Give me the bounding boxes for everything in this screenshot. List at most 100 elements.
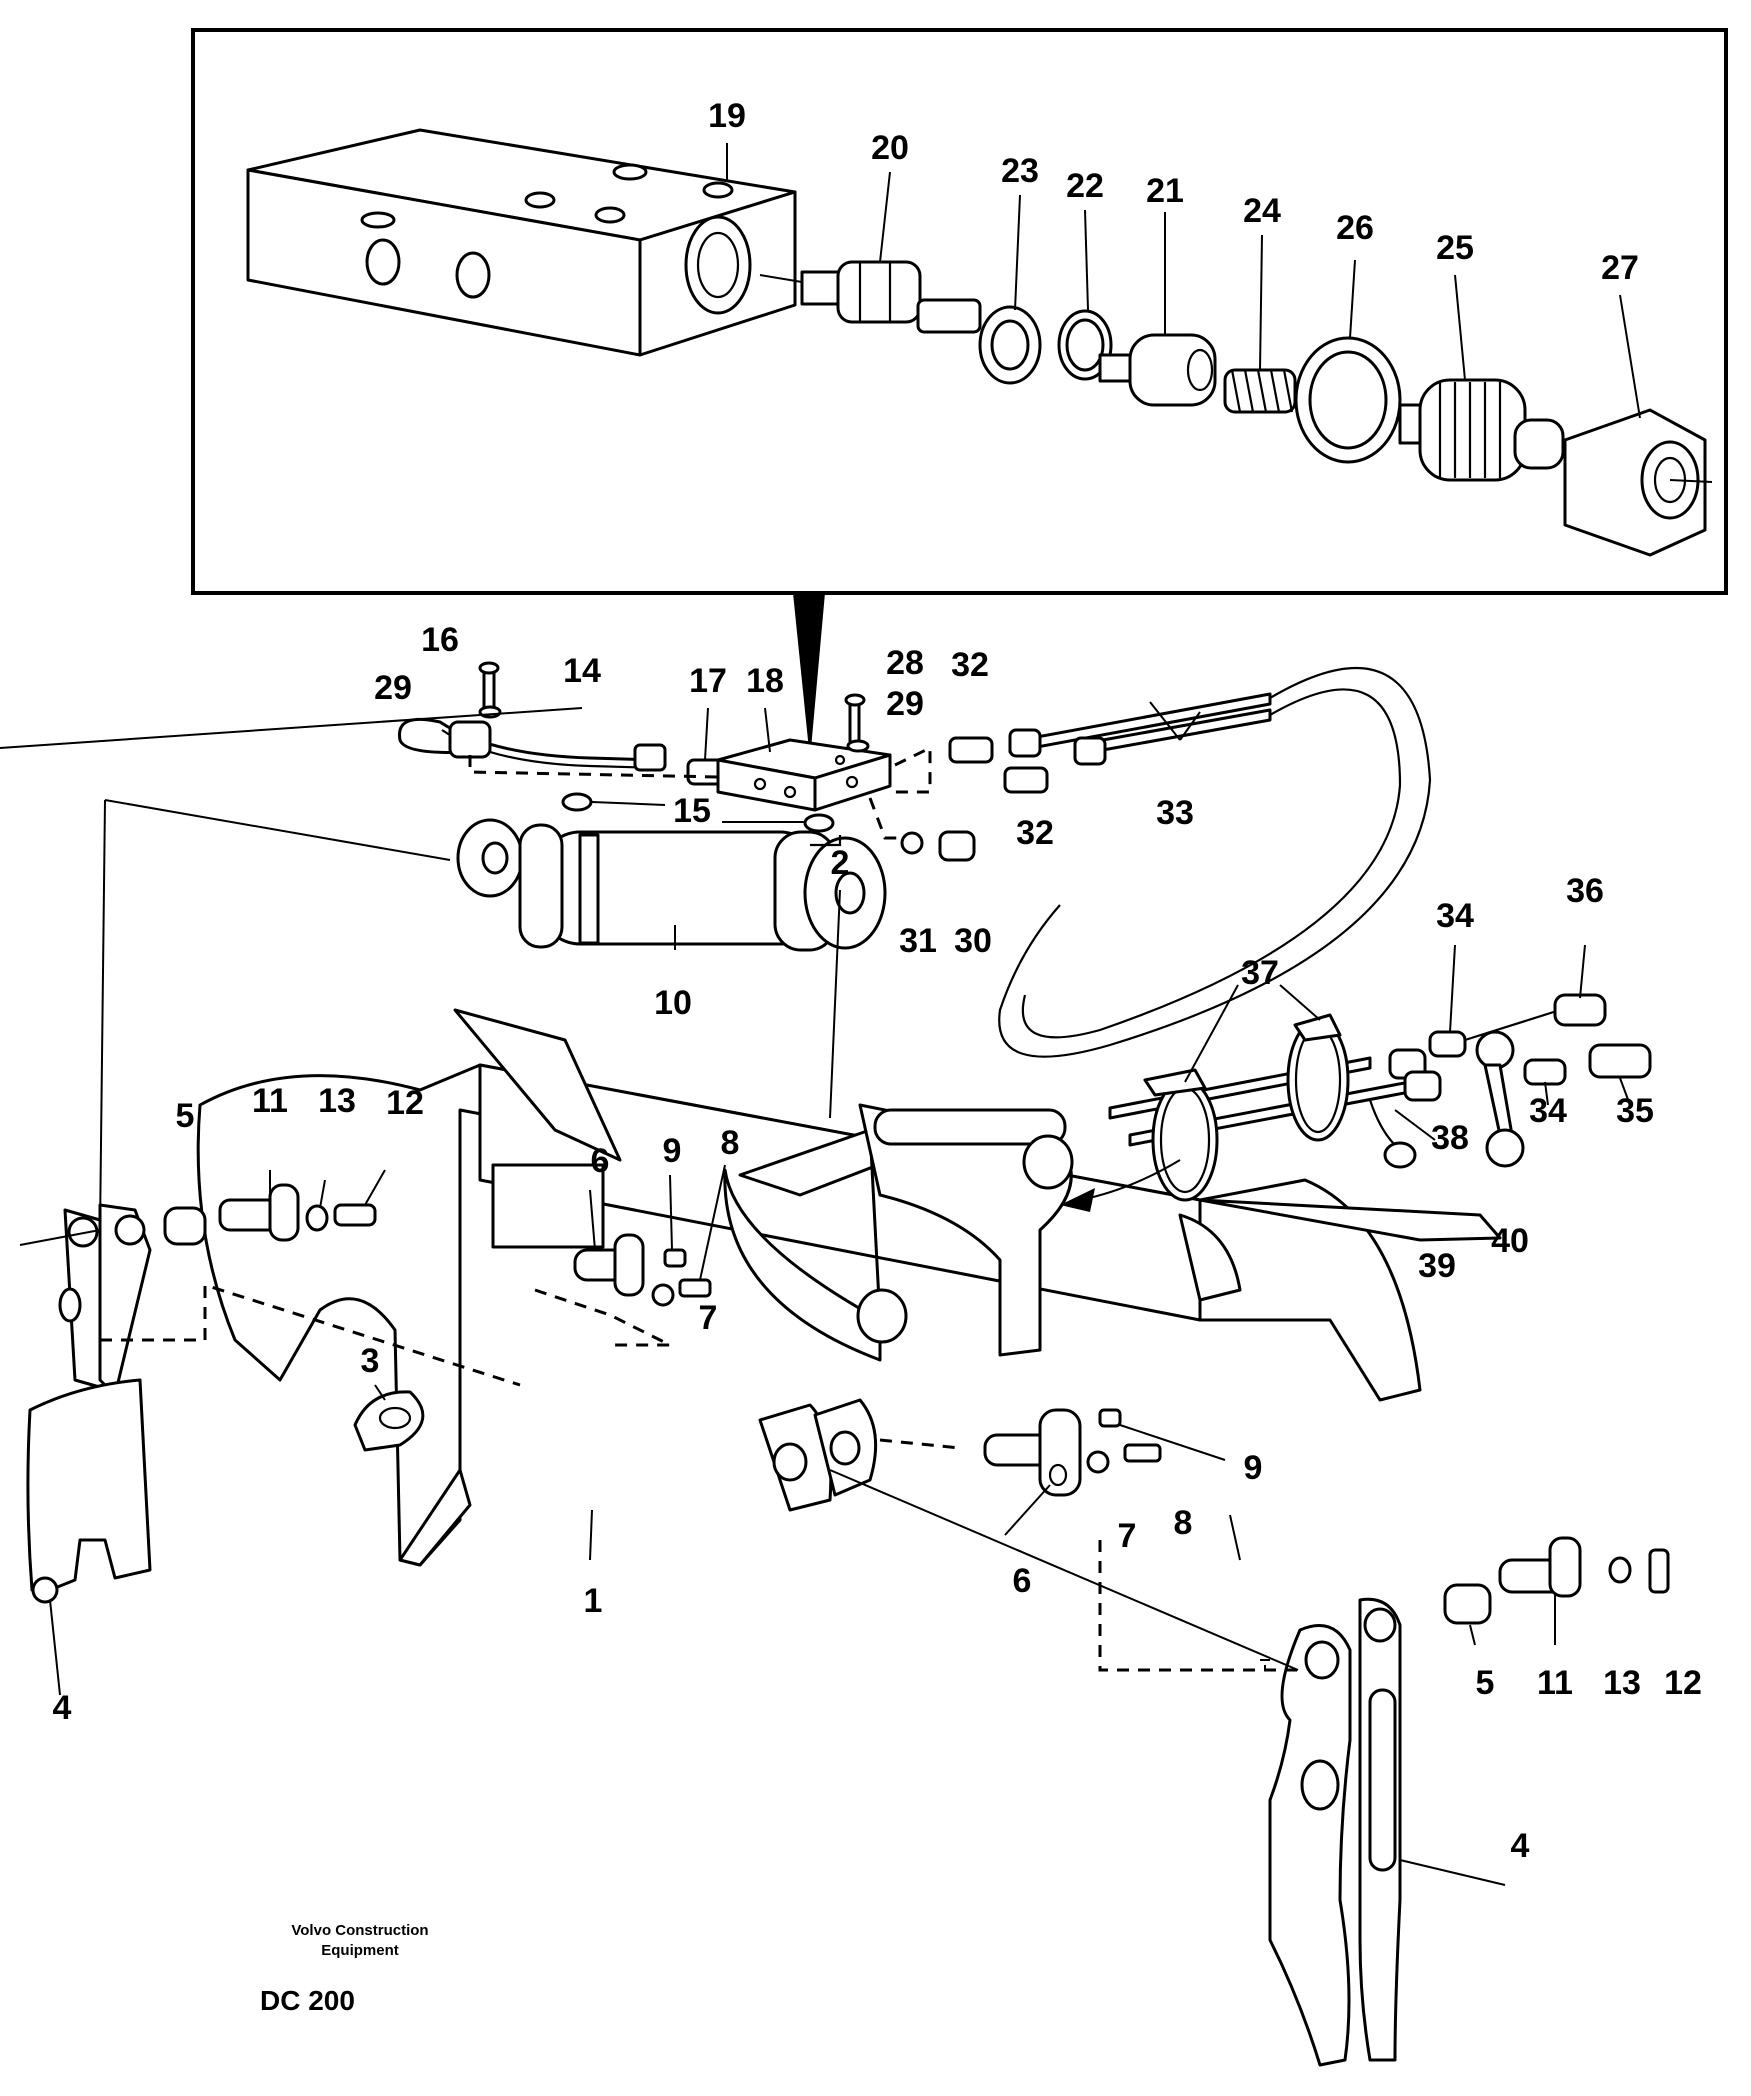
dash-line-pipe-to-block: [468, 755, 721, 779]
document-code: DC 200: [260, 1985, 355, 2016]
dash-line-left-link: [100, 1282, 521, 1387]
callout-12a: 12: [386, 1084, 424, 1122]
callout-29b: 29: [886, 685, 924, 723]
callout-20: 20: [871, 129, 909, 167]
dash-line-block-to-hoses: [894, 745, 932, 794]
screw-9b: [1098, 1408, 1122, 1428]
washer-31: [900, 831, 924, 855]
screw-12a: [333, 1203, 377, 1227]
callout-13b: 13: [1603, 1664, 1641, 1702]
pin-11a: [218, 1183, 300, 1242]
spool-20: [759, 260, 982, 334]
callout-1: 1: [584, 1582, 603, 1620]
callout-28: 28: [886, 644, 924, 682]
lead-cylinder-to-left-link: [104, 799, 451, 861]
callout-30: 30: [954, 922, 992, 960]
hydraulic-cylinder-10: [456, 818, 887, 952]
fitting-34b: [1523, 1058, 1567, 1086]
callout-11a: 11: [252, 1082, 288, 1120]
inset-pointer: [793, 593, 825, 760]
callout-9b: 9: [1244, 1449, 1263, 1487]
washer-15b: [803, 813, 835, 833]
screw-8b: [1123, 1443, 1162, 1463]
callout-2: 2: [831, 844, 850, 882]
hose-nut: [633, 743, 667, 772]
callout-18: 18: [746, 662, 784, 700]
valve-block-18: [716, 738, 892, 812]
upper-bracket-2: [723, 1103, 1074, 1362]
coupling-35: [1588, 1043, 1652, 1079]
callout-7b: 7: [1118, 1517, 1137, 1555]
line-34-to-36: [1464, 1008, 1561, 1042]
leader-lines: [0, 143, 1641, 1886]
valve-block-19: [246, 128, 797, 357]
nipple-32b: [1003, 766, 1049, 794]
pipe-14: [398, 717, 661, 762]
callout-labels: 19 20 23 22 21 24 26 25 27 16 29 14 17 1…: [53, 97, 1702, 1865]
callout-5b: 5: [1476, 1664, 1495, 1702]
washer-29b: [846, 739, 870, 753]
callout-13a: 13: [318, 1082, 356, 1120]
lift-eye-3: [353, 1390, 425, 1452]
callout-16: 16: [421, 621, 459, 659]
clamp-37b: [1286, 1013, 1350, 1142]
detail-inset-frame: [191, 28, 1728, 595]
callout-33: 33: [1156, 794, 1194, 832]
washer-13b: [1608, 1556, 1632, 1584]
snap-ring-22: [1057, 309, 1113, 381]
callout-31: 31: [899, 922, 937, 960]
dash-line-right-link: [1098, 1540, 1300, 1672]
pin-6b: [983, 1408, 1082, 1497]
callout-26: 26: [1336, 209, 1374, 247]
pin-6a: [573, 1233, 645, 1297]
callout-25: 25: [1436, 229, 1474, 267]
plug-25: [1398, 378, 1565, 482]
washer-7a: [651, 1283, 675, 1307]
callout-4a: 4: [53, 1689, 72, 1727]
screw-9a: [663, 1248, 687, 1268]
nipple-32a: [948, 736, 994, 764]
callout-7a: 7: [699, 1299, 718, 1337]
callout-19: 19: [708, 97, 746, 135]
callout-32b: 32: [1016, 814, 1054, 852]
cap-nut-27: [1563, 408, 1713, 557]
fitting-34a: [1428, 1030, 1467, 1058]
callout-9a: 9: [663, 1132, 682, 1170]
callout-4b: 4: [1511, 1827, 1530, 1865]
callout-8a: 8: [721, 1124, 740, 1162]
callout-8b: 8: [1174, 1504, 1193, 1542]
callout-22: 22: [1066, 167, 1104, 205]
callout-32a: 32: [951, 646, 989, 684]
bushing-5a: [163, 1206, 207, 1246]
piston-21: [1098, 333, 1217, 407]
callout-40: 40: [1491, 1222, 1529, 1260]
callout-12b: 12: [1664, 1664, 1702, 1702]
callout-11b: 11: [1537, 1664, 1573, 1702]
spring-24: [1223, 368, 1297, 414]
brand-line-2: Equipment: [321, 1942, 399, 1959]
o-ring-26: [1294, 336, 1402, 464]
callout-27: 27: [1601, 249, 1639, 287]
callout-35: 35: [1616, 1092, 1654, 1130]
callout-14: 14: [563, 652, 601, 690]
dash-line-upper-pin: [534, 1288, 671, 1347]
callout-17: 17: [689, 662, 727, 700]
washer-13a: [305, 1204, 329, 1232]
callout-39: 39: [1418, 1247, 1456, 1285]
callout-23: 23: [1001, 152, 1039, 190]
cap-40: [1475, 1030, 1525, 1168]
coupling-36: [1553, 993, 1607, 1027]
callout-6a: 6: [591, 1142, 610, 1180]
callout-5a: 5: [176, 1097, 195, 1135]
callout-34b: 34: [1529, 1092, 1567, 1130]
callout-21: 21: [1146, 172, 1184, 210]
callout-36: 36: [1566, 872, 1604, 910]
plug-30: [938, 830, 976, 862]
front-lugs: [758, 1398, 878, 1512]
screw-12b: [1648, 1548, 1670, 1594]
callout-15: 15: [673, 792, 711, 830]
washer-15a: [561, 792, 593, 812]
right-link-plate-4: [1268, 1597, 1402, 2067]
screw-8a: [678, 1278, 712, 1298]
